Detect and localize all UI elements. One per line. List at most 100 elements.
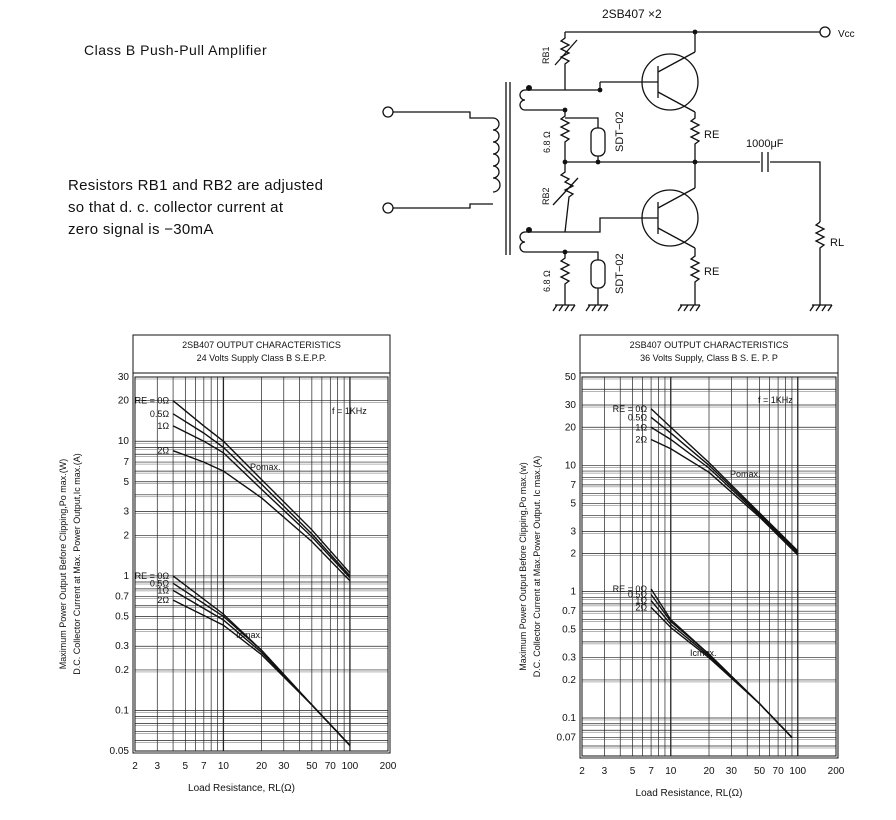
po-series-label: 1Ω: [157, 421, 169, 431]
po-series-line: [650, 416, 799, 553]
x-tick-label: 10: [218, 761, 230, 772]
y-tick-label: 7: [570, 480, 576, 491]
x-tick-label: 100: [789, 766, 806, 777]
rb2-label: RB2: [541, 187, 551, 205]
y-tick-label: 0.5: [115, 611, 129, 622]
chart-title: 2SB407 OUTPUT CHARACTERISTICS: [630, 340, 789, 350]
y-tick-label: 50: [565, 372, 577, 383]
ic-series-line: [172, 599, 351, 746]
y-tick-label: 0.1: [115, 705, 129, 716]
x-tick-label: 5: [183, 761, 189, 772]
ic-series-label: 0.5Ω: [628, 589, 648, 599]
x-tick-label: 70: [325, 761, 337, 772]
po-series-line: [172, 425, 351, 579]
x-tick-label: 50: [754, 766, 766, 777]
rb1-label: RB1: [541, 46, 551, 64]
chart-36v: 2SB407 OUTPUT CHARACTERISTICS 36 Volts Su…: [518, 334, 845, 799]
y-tick-label: 3: [123, 507, 129, 518]
y-tick-label: 0.2: [562, 675, 576, 686]
y-tick-label: 1: [570, 587, 576, 598]
y-tick-label: 5: [570, 498, 576, 509]
note-line-1: Resistors RB1 and RB2 are adjusted: [68, 177, 324, 194]
transistor-label: 2SB407 ×2: [602, 7, 662, 21]
x-tick-label: 20: [256, 761, 268, 772]
note-line-2: so that d. c. collector current at: [68, 199, 284, 216]
po-series-label: 1Ω: [635, 422, 647, 432]
amplifier-schematic: 2SB407 ×2 Vcc RB1 6.8 Ω SDT−02 RB2 6.8 Ω…: [382, 7, 855, 312]
x-tick-label: 100: [342, 761, 359, 772]
y-tick-label: 0.5: [562, 625, 576, 636]
ic-series-label: 2Ω: [157, 595, 169, 605]
chart-24v: 2SB407 OUTPUT CHARACTERISTICS 24 Volts Su…: [58, 334, 397, 794]
y-tick-label: 0.7: [562, 606, 576, 617]
r-bot-label: 6.8 Ω: [542, 270, 552, 292]
y-tick-label: 2: [123, 530, 129, 541]
y-tick-label: 30: [118, 372, 130, 383]
po-series-label: 0.5Ω: [150, 409, 170, 419]
po-series-label: RE = 0Ω: [613, 404, 648, 414]
ic-series-label: 2Ω: [635, 602, 647, 612]
ic-series-line: [650, 606, 793, 738]
y-tick-label: 10: [118, 436, 130, 447]
po-series-line: [650, 408, 799, 552]
x-tick-label: 7: [648, 766, 654, 777]
rl-label: RL: [830, 237, 844, 249]
y-tick-label: 0.1: [562, 713, 576, 724]
sdt-bot-label: SDT−02: [614, 253, 626, 294]
ic-series-label: 1Ω: [635, 596, 647, 606]
x-tick-label: 20: [703, 766, 715, 777]
sdt-top-label: SDT−02: [614, 111, 626, 152]
y-axis-label-1: Maximum Power Output Before Clipping,Po …: [58, 459, 68, 670]
y-tick-label: 0.05: [110, 746, 130, 757]
x-tick-label: 5: [630, 766, 636, 777]
y-tick-label: 5: [123, 477, 129, 488]
y-axis-label-1: Maximum Power Output Before Clipping,Po …: [518, 462, 528, 671]
po-series-label: 2Ω: [635, 435, 647, 445]
y-tick-label: 0.3: [115, 641, 129, 652]
x-tick-label: 2: [132, 761, 138, 772]
frequency-label: f = 1KHz: [332, 406, 367, 416]
po-series-line: [650, 438, 799, 556]
y-tick-label: 3: [570, 526, 576, 537]
po-series-line: [172, 400, 351, 574]
y-axis-label-2: D.C. Collector Current at Max. Power Out…: [72, 453, 82, 675]
x-axis-label: Load Resistance, RL(Ω): [636, 788, 743, 799]
po-series-label: 2Ω: [157, 446, 169, 456]
icmax-label: Icmax.: [690, 648, 717, 658]
y-tick-label: 0.2: [115, 665, 129, 676]
x-tick-label: 200: [380, 761, 397, 772]
po-series-line: [172, 413, 351, 577]
pomax-label: Pomax.: [730, 469, 761, 479]
y-tick-label: 0.07: [557, 733, 577, 744]
x-tick-label: 3: [154, 761, 160, 772]
frequency-label: f = 1KHz: [758, 395, 793, 405]
plot-area: [134, 376, 389, 752]
vcc-label: Vcc: [838, 29, 855, 40]
po-series-line: [650, 426, 799, 555]
x-tick-label: 3: [602, 766, 608, 777]
y-tick-label: 2: [570, 549, 576, 560]
plot-area: [581, 376, 837, 757]
po-series-line: [172, 450, 351, 582]
chart-subtitle: 36 Volts Supply, Class B S. E. P. P: [640, 353, 778, 363]
x-tick-label: 10: [665, 766, 677, 777]
note-line-3: zero signal is −30mA: [68, 221, 214, 238]
x-tick-label: 7: [201, 761, 207, 772]
y-tick-label: 20: [118, 396, 130, 407]
adjustment-note: Resistors RB1 and RB2 are adjusted so th…: [68, 175, 323, 241]
x-tick-label: 30: [278, 761, 290, 772]
po-series-label: 0.5Ω: [628, 412, 648, 422]
y-axis-label-2: D.C. Collector Current at Max.Power Outp…: [532, 456, 542, 678]
cap-label: 1000μF: [746, 138, 784, 150]
x-tick-label: 30: [726, 766, 738, 777]
y-tick-label: 20: [565, 422, 577, 433]
chart-subtitle: 24 Volts Supply Class B S.E.P.P.: [197, 353, 327, 363]
re-top-label: RE: [704, 129, 719, 141]
chart-title: 2SB407 OUTPUT CHARACTERISTICS: [182, 340, 341, 350]
r-top-label: 6.8 Ω: [542, 131, 552, 153]
x-tick-label: 200: [828, 766, 845, 777]
x-axis-label: Load Resistance, RL(Ω): [188, 783, 295, 794]
icmax-label: Icmax.: [236, 630, 263, 640]
y-tick-label: 30: [565, 400, 577, 411]
y-tick-label: 10: [565, 460, 577, 471]
